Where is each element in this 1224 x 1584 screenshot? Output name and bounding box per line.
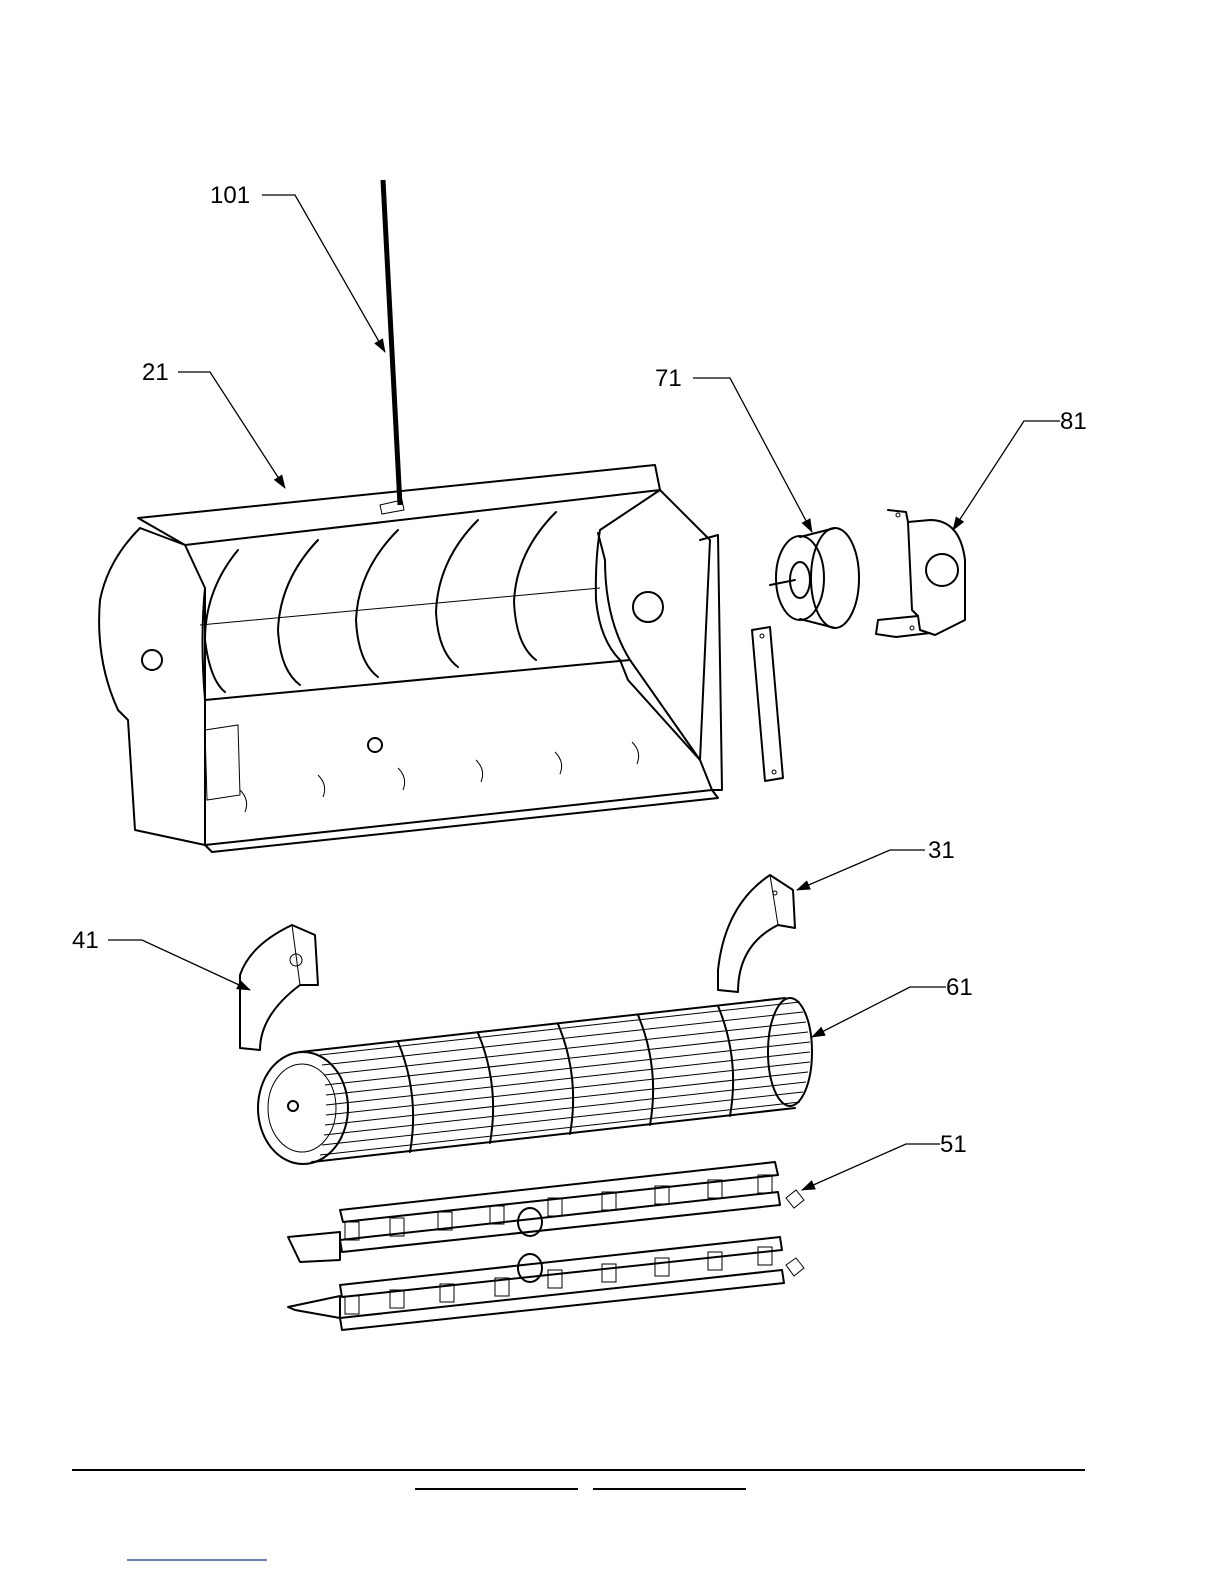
callout-41: 41: [72, 927, 99, 954]
mounting-strip: [752, 627, 783, 781]
callout-51: 51: [940, 1131, 967, 1158]
callout-61: 61: [946, 974, 973, 1001]
footer-rules: [72, 1470, 1085, 1560]
callout-101: 101: [210, 182, 250, 209]
part-101-rod: [380, 180, 404, 514]
part-61-blower-wheel: [258, 998, 812, 1164]
part-81-bracket: [876, 510, 965, 637]
part-31-scroll-piece: [718, 875, 795, 992]
part-21-housing: [99, 465, 722, 852]
callout-leaders: [108, 195, 1060, 1190]
callout-21: 21: [142, 359, 169, 386]
callout-31: 31: [928, 837, 955, 864]
callout-71: 71: [655, 365, 682, 392]
callout-81: 81: [1060, 408, 1087, 435]
part-41-scroll-piece: [240, 925, 318, 1050]
part-51-vane-assembly: [288, 1162, 804, 1330]
part-71-motor: [770, 528, 859, 628]
callout-labels: 101 21 71 81 31 41 61 51: [72, 182, 1087, 1158]
